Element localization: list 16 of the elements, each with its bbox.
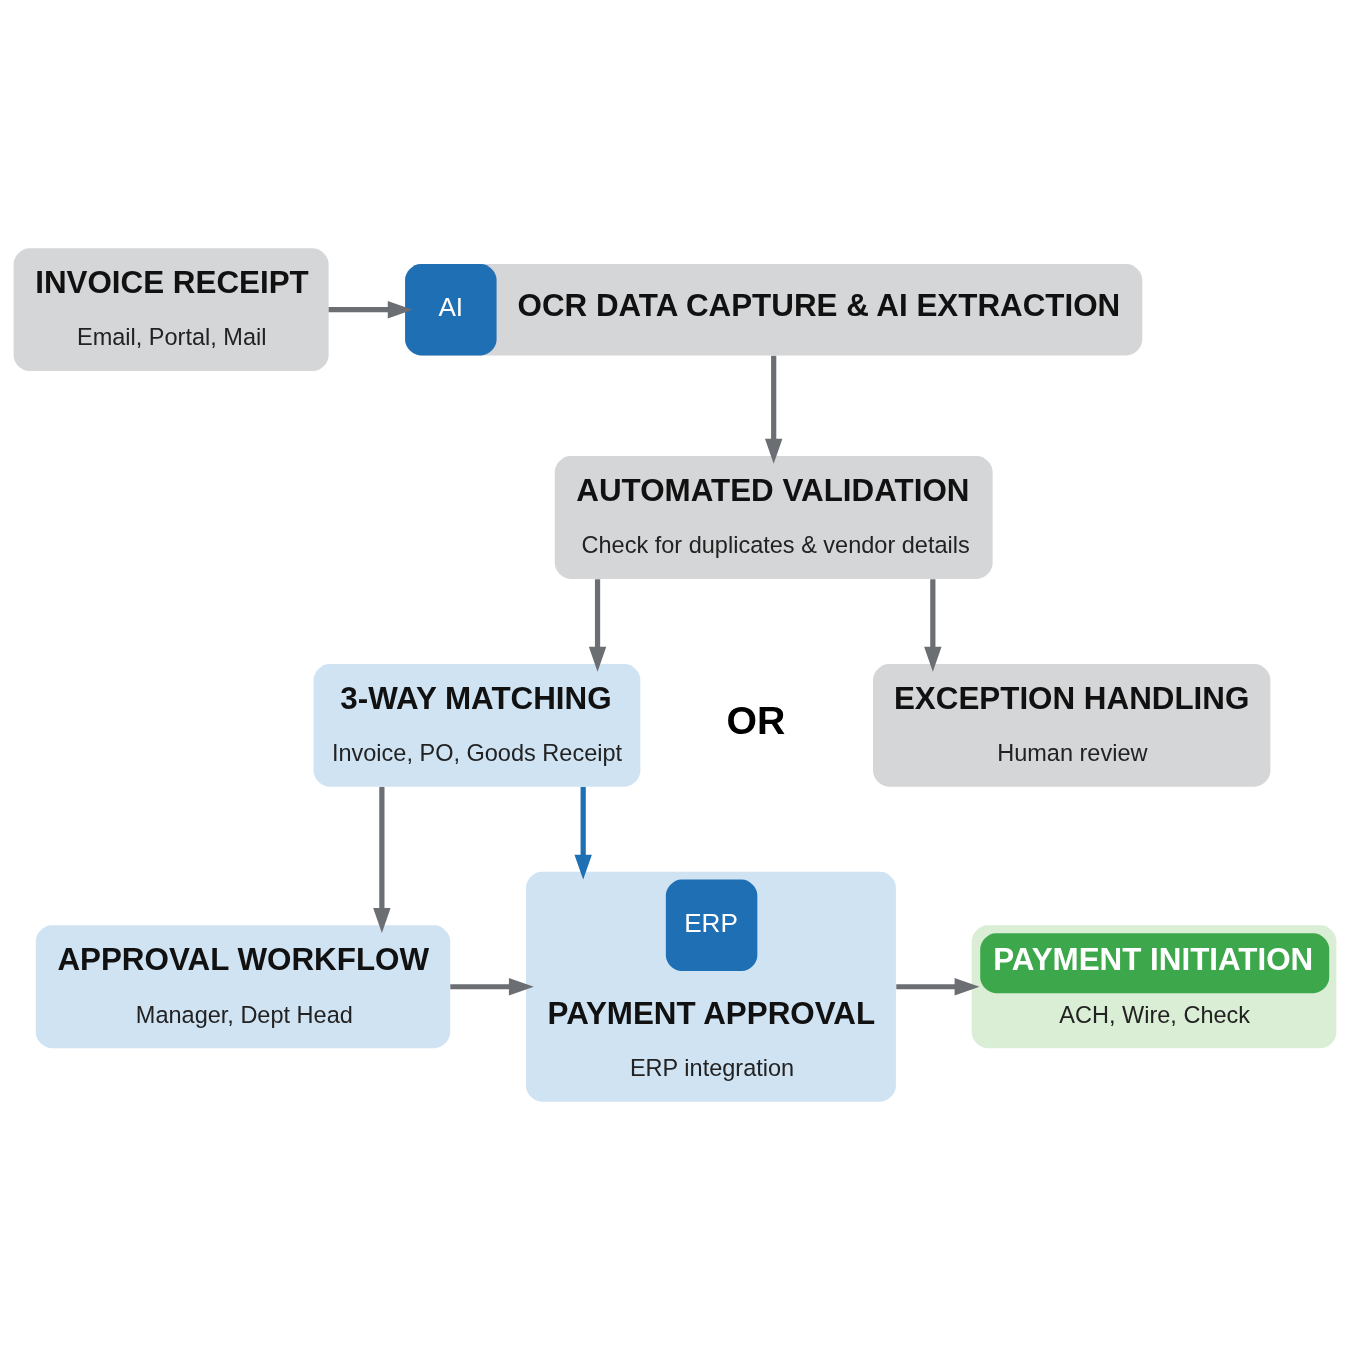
node-box: EXCEPTION HANDLING Human review [873,663,1271,787]
label: OR [726,698,786,742]
arrow [450,978,534,996]
arrow [924,579,942,672]
node-box: ERP PAYMENT APPROVAL ERP integration [526,871,896,1102]
arrow [588,579,607,672]
arrow [764,355,783,464]
node-box: APPROVAL WORKFLOW Manager, Dept Head [35,925,451,1049]
arrow [896,978,980,996]
node-box: PAYMENT INITIATION ACH, Wire, Check [971,925,1337,1049]
arrow [373,786,391,933]
arrow [574,786,592,880]
arrow [328,300,413,319]
node-box: 3-WAY MATCHING Invoice, PO, Goods Receipt [313,663,641,787]
node-box: INVOICE RECEIPT Email, Portal, Mail [13,248,329,372]
node-box: AUTOMATED VALIDATION Check for duplicates & vendor details [554,456,993,579]
